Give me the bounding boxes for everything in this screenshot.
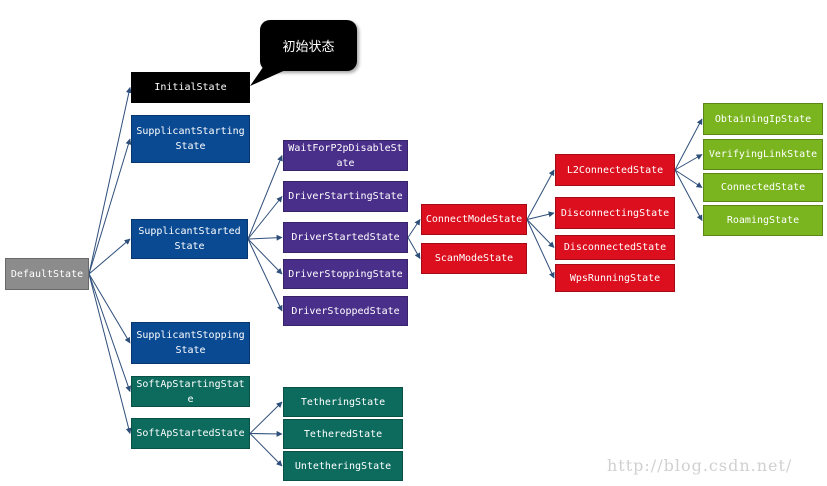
callout-text: 初始状态 [282, 40, 335, 55]
node-softap-started-state: SoftApStartedState [131, 418, 250, 449]
node-connect-mode-state: ConnectModeState [421, 204, 527, 235]
edge-default-to-supplicant_started [88, 238, 131, 275]
node-roaming-state: RoamingState [703, 205, 823, 236]
node-softap-starting-state: SoftApStartingState [131, 376, 250, 407]
edge-l2_connected-to-roaming [674, 169, 703, 222]
edge-l2_connected-to-verifying_link [674, 154, 703, 171]
node-driver-stopped-state: DriverStoppedState [283, 296, 408, 326]
edge-supplicant_started-to-wait_p2p [247, 154, 283, 240]
edge-softap_started-to-tethered [249, 430, 283, 437]
node-supplicant-started-state: SupplicantStarted State [131, 219, 248, 259]
node-disconnected-state: DisconnectedState [555, 235, 675, 260]
edge-l2_connected-to-obtaining_ip [674, 118, 703, 171]
edge-supplicant_started-to-driver_started [247, 234, 283, 241]
edge-default-to-supplicant_stopping [88, 273, 131, 344]
edge-connect_mode-to-l2_connected [526, 169, 555, 220]
edge-connect_mode-to-disconnecting [526, 211, 555, 220]
edge-driver_started-to-connect_mode [407, 219, 421, 238]
node-obtaining-ip-state: ObtainingIpState [703, 103, 823, 135]
node-supplicant-starting-state: SupplicantStarting State [131, 115, 250, 163]
edge-driver_started-to-scan_mode [407, 237, 421, 260]
node-driver-stopping-state: DriverStoppingState [283, 259, 408, 289]
node-scan-mode-state: ScanModeState [421, 243, 527, 274]
edge-softap_started-to-untethering [249, 433, 283, 467]
initial-state-callout: 初始状态 [260, 20, 357, 71]
node-wps-running-state: WpsRunningState [555, 264, 675, 292]
node-initial-state: InitialState [131, 72, 250, 103]
node-default-state: DefaultState [5, 258, 89, 290]
node-disconnecting-state: DisconnectingState [555, 197, 675, 229]
edge-default-to-initial [88, 86, 132, 275]
node-untethering-state: UntetheringState [283, 451, 403, 481]
edge-connect_mode-to-wps_running [526, 219, 555, 279]
node-l2-connected-state: L2ConnectedState [555, 154, 675, 186]
edge-supplicant_started-to-driver_stopping [247, 238, 283, 275]
edge-default-to-softap_started [88, 273, 132, 435]
watermark-text: http://blog.csdn.net/ [607, 456, 793, 475]
node-supplicant-stopping-state: SupplicantStopping State [131, 322, 250, 364]
edge-default-to-softap_starting [88, 273, 132, 393]
node-tethered-state: TetheredState [283, 419, 403, 449]
node-wait-for-p2p-disable-state: WaitForP2pDisableState [283, 140, 408, 171]
edge-default-to-supplicant_starting [88, 138, 132, 275]
node-driver-starting-state: DriverStartingState [283, 181, 408, 212]
node-driver-started-state: DriverStartedState [283, 222, 408, 253]
edge-supplicant_started-to-driver_starting [247, 196, 283, 240]
node-tethering-state: TetheringState [283, 387, 403, 417]
edge-softap_started-to-tethering [249, 401, 283, 434]
edge-l2_connected-to-connected [674, 169, 703, 188]
node-connected-state: ConnectedState [703, 173, 823, 202]
node-verifying-link-state: VerifyingLinkState [703, 139, 823, 170]
edge-supplicant_started-to-driver_stopped [247, 238, 283, 312]
edge-connect_mode-to-disconnected [526, 219, 555, 248]
